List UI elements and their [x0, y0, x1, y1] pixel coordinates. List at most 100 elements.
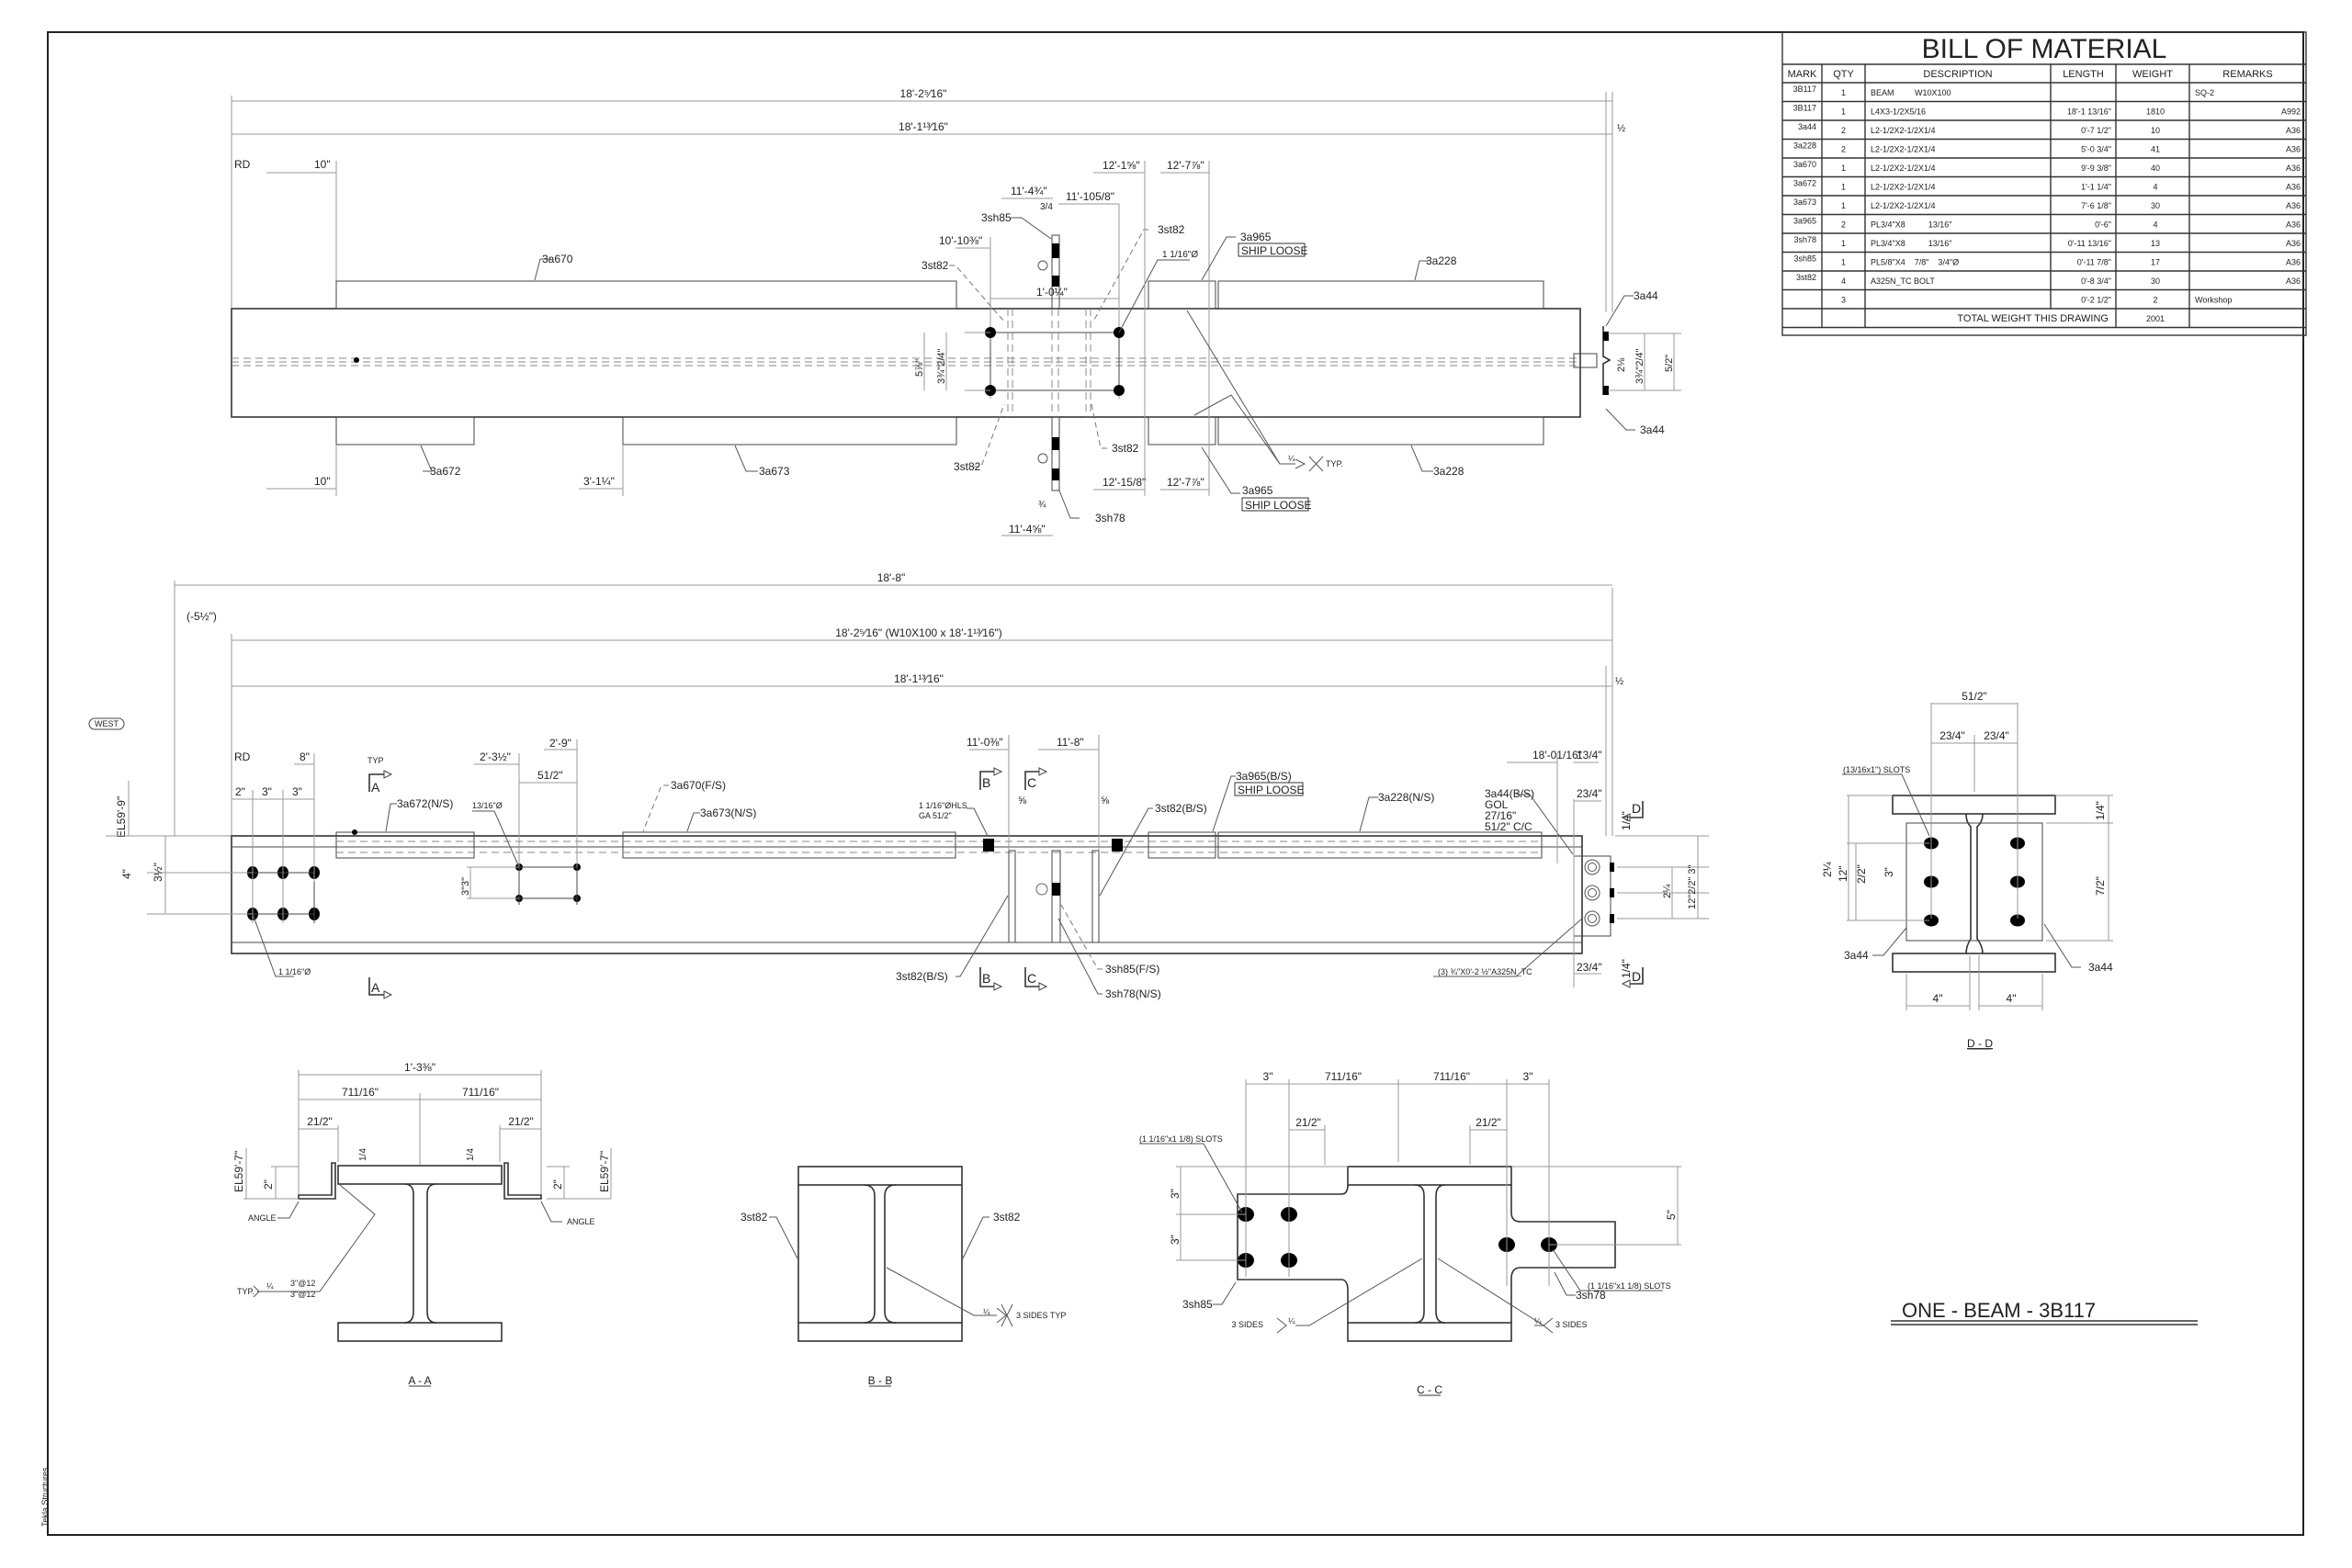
- bom-mark: 3B117: [1793, 104, 1816, 113]
- plan-view: 18'-2⁵⁄16" 18'-1¹³⁄16" ½ RD 10" 3a670 3a…: [231, 87, 1681, 536]
- dd-label-3a44-l: 3a44: [1844, 949, 1869, 962]
- bom-col-header: QTY: [1833, 69, 1854, 80]
- elev-dim-overall: 18'-2⁵⁄16" (W10X100 x 18'-1¹³⁄16"): [835, 626, 1002, 639]
- dd-label-3a44-r: 3a44: [2088, 961, 2113, 974]
- bom-weight: 13: [2151, 239, 2160, 248]
- section-mark-b-bot: B: [982, 971, 990, 986]
- dd-dim-2-1-4: 2¼: [1821, 861, 1834, 877]
- plan-label-3a670: 3a670: [542, 253, 573, 265]
- bb-weld-note: 3 SIDES TYP: [1016, 1311, 1066, 1320]
- bom-qty: 2: [1841, 220, 1846, 230]
- elev-label-3a228: 3a228(N/S): [1378, 791, 1434, 804]
- elev-label-3st82-top: 3st82(B/S): [1155, 802, 1207, 815]
- angle-3a965-top: [1148, 280, 1216, 310]
- aa-dim-right: 711/16": [462, 1086, 499, 1099]
- dd-dim-51-2: 51/2": [1962, 690, 1987, 703]
- elev-dim-5-8-a: ⅝: [1018, 795, 1027, 807]
- cc-dim-711-r: 711/16": [1433, 1070, 1470, 1083]
- bom-length: 0'-11 7/8": [2077, 258, 2111, 267]
- elev-dim-2: 2": [235, 785, 245, 798]
- bom-remarks: A36: [2286, 220, 2301, 230]
- plate-3sh78: [1051, 416, 1060, 491]
- plan-rd: RD: [234, 158, 251, 171]
- angle-3a965-bot: [1148, 416, 1216, 446]
- bb-label-3st82-r: 3st82: [993, 1211, 1021, 1224]
- aa-dim-1-4-l: 1/4: [358, 1148, 368, 1161]
- elev-angle-3a672: [335, 831, 475, 859]
- elev-dim-5-1-2: 51/2": [537, 769, 563, 782]
- aa-angle-r: ANGLE: [567, 1217, 595, 1226]
- section-aa: 1'-3⅜" 711/16" 711/16" 21/2" 21/2" 1/4 1…: [232, 1061, 612, 1387]
- beam-plan: [231, 308, 1581, 418]
- bom-mark: 3a670: [1793, 160, 1816, 169]
- cc-dim-3-l: 3": [1263, 1070, 1273, 1083]
- bom-description: PL5/8"X4 7/8" 3/4"Ø: [1871, 258, 1959, 267]
- bom-weight: 30: [2151, 276, 2160, 286]
- dd-bolt: [2010, 914, 2025, 927]
- elev-typ: TYP: [368, 756, 384, 765]
- section-bb: 3st82 3st82 ¼ 3 SIDES TYP B - B: [741, 1166, 1066, 1387]
- angle-3a228-bot: [1217, 416, 1544, 446]
- elev-dim-2-9: 2'-9": [549, 737, 571, 750]
- cc-dim-v5: 5": [1665, 1210, 1678, 1220]
- bom-col-header: REMARKS: [2222, 69, 2272, 80]
- plan-dim-overall: 18'-2⁵⁄16": [900, 87, 947, 100]
- bom-weight: 2: [2153, 296, 2157, 305]
- bom-qty: 2: [1841, 145, 1846, 154]
- cc-dim-3-r: 3": [1523, 1070, 1533, 1083]
- bom-qty: 1: [1841, 201, 1846, 210]
- dd-dim-1-4: 1/4": [2094, 801, 2107, 820]
- aa-weld-size: ¼: [266, 1281, 274, 1291]
- bom-remarks: A36: [2286, 276, 2301, 286]
- section-mark-a-bot: A: [371, 980, 380, 995]
- cc-slots-l: (1 1/16"x1 1/8) SLOTS: [1139, 1134, 1223, 1144]
- elev-shear-plate: [1051, 850, 1061, 943]
- elev-dim-neg: (-5½"): [187, 610, 217, 623]
- plan-dim-10-10-3-8: 10'-10⅜": [939, 234, 982, 247]
- plan-label-3a965-top: 3a965: [1240, 231, 1272, 243]
- plan-label-3sh85: 3sh85: [981, 211, 1012, 224]
- section-mark-d-top: D: [1632, 801, 1641, 816]
- bom-mark: 3a965: [1793, 217, 1816, 226]
- plan-label-3st82-tr: 3st82: [1158, 223, 1185, 236]
- elev-label-3sh85: 3sh85(F/S): [1105, 963, 1159, 976]
- cc-sides-r: 3 SIDES: [1555, 1320, 1588, 1329]
- aa-dim-left: 711/16": [342, 1086, 379, 1099]
- aa-dim-21-2-l: 21/2": [307, 1115, 333, 1128]
- plan-ship-loose-bot: SHIP LOOSE: [1245, 499, 1311, 512]
- bom-mark: 3a673: [1793, 197, 1816, 207]
- angle-3a228-top: [1217, 280, 1544, 310]
- bom-length: 0'-6": [2095, 220, 2111, 230]
- elev-a44-note-1: 3a44(B/S): [1485, 787, 1534, 800]
- plan-hole-dia: 1 1/16"Ø: [1162, 250, 1198, 260]
- elev-dim-23-4-top: 23/4": [1577, 787, 1602, 800]
- bom-description: PL3/4"X8 13/16": [1871, 220, 1951, 230]
- plan-label-3a44-bot: 3a44: [1640, 423, 1665, 436]
- elev-angle-3a965: [1148, 831, 1216, 859]
- cc-slots-r: (1 1/16"x1 1/8) SLOTS: [1588, 1281, 1671, 1291]
- dd-dim-12: 12": [1837, 865, 1849, 882]
- bom-remarks: A36: [2286, 145, 2301, 154]
- plan-weld-typ: TYP.: [1326, 459, 1343, 468]
- elev-label-3a965: 3a965(B/S): [1236, 770, 1292, 783]
- dd-slots: (13/16x1") SLOTS: [1843, 765, 1910, 774]
- bom-description: A325N_TC BOLT: [1871, 276, 1935, 286]
- elev-dim-3a: 3": [262, 785, 272, 798]
- dd-dim-4-l: 4": [1933, 992, 1943, 1005]
- section-mark-c-top: C: [1027, 775, 1036, 790]
- aa-typ: TYP.: [237, 1287, 254, 1296]
- elev-angle-3a228: [1217, 831, 1543, 859]
- elev-label-3a673: 3a673(N/S): [700, 807, 756, 819]
- dd-bolt: [1924, 914, 1939, 927]
- elev-label-3a670: 3a670(F/S): [671, 779, 726, 792]
- dd-dim-3: 3": [1883, 867, 1895, 877]
- bom-mark: 3st82: [1796, 273, 1816, 282]
- elev-dim-8: 8": [300, 750, 310, 763]
- bom-col-header: DESCRIPTION: [1923, 69, 1992, 80]
- bom-qty: 2: [1841, 126, 1846, 135]
- elev-dim-11-0-3-8: 11'-0⅜": [967, 736, 1003, 749]
- sheet-border: [47, 31, 2304, 1536]
- bom-qty: 1: [1841, 88, 1846, 97]
- plan-dim-10-bot: 10": [314, 475, 331, 488]
